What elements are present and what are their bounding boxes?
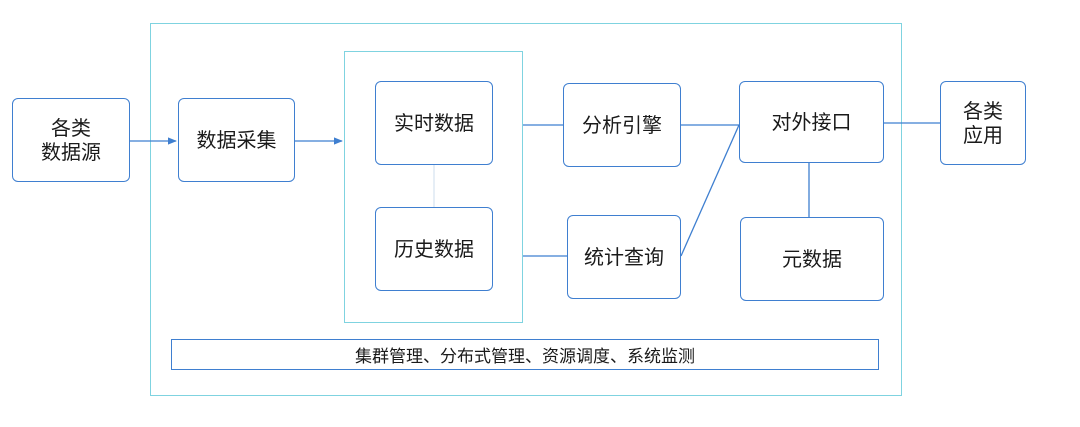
node-applications-line-1: 各类 bbox=[963, 98, 1003, 123]
node-external-interface-label: 对外接口 bbox=[771, 109, 852, 134]
node-metadata: 元数据 bbox=[740, 217, 884, 301]
node-external-interface: 对外接口 bbox=[739, 81, 884, 163]
node-realtime-data-label: 实时数据 bbox=[394, 110, 474, 135]
node-metadata-label: 元数据 bbox=[782, 246, 842, 271]
node-history-data: 历史数据 bbox=[375, 207, 493, 291]
node-applications-line-2: 应用 bbox=[963, 123, 1003, 147]
node-data-collection: 数据采集 bbox=[178, 98, 295, 182]
node-analysis-engine-label: 分析引擎 bbox=[582, 112, 662, 137]
platform-frame bbox=[150, 23, 902, 396]
node-data-sources-line-1: 各类 bbox=[51, 115, 91, 140]
node-statistical-query: 统计查询 bbox=[567, 215, 681, 299]
node-history-data-label: 历史数据 bbox=[394, 236, 474, 261]
node-applications: 各类 应用 bbox=[940, 81, 1026, 165]
management-bar-label: 集群管理、分布式管理、资源调度、系统监测 bbox=[355, 347, 695, 367]
node-statistical-query-label: 统计查询 bbox=[584, 244, 664, 269]
node-realtime-data: 实时数据 bbox=[375, 81, 493, 165]
node-data-collection-label: 数据采集 bbox=[196, 127, 277, 152]
management-bar: 集群管理、分布式管理、资源调度、系统监测 bbox=[171, 339, 879, 370]
storage-group-frame bbox=[344, 51, 523, 323]
node-analysis-engine: 分析引擎 bbox=[563, 83, 681, 167]
node-data-sources: 各类 数据源 bbox=[12, 98, 130, 182]
node-data-sources-line-2: 数据源 bbox=[41, 140, 101, 164]
